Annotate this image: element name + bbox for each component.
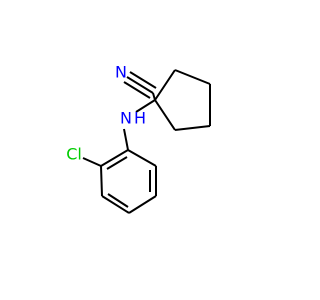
molecule-drawing: N N H Cl: [66, 63, 211, 214]
benzene-ring: [100, 149, 157, 214]
amine-hydrogen-label: H: [134, 109, 146, 128]
bond-quaternary-to-amine: [135, 99, 156, 113]
amine-nitrogen-label: N: [120, 109, 132, 128]
chlorine-label: Cl: [66, 145, 82, 164]
cyclopentane-ring: [154, 69, 211, 131]
bond-ring-to-chlorine: [82, 157, 102, 167]
nitrile-triple-bond: [123, 71, 157, 99]
nitrile-nitrogen-label: N: [115, 63, 127, 82]
structure-diagram: N N H Cl: [66, 63, 211, 214]
bond-amine-to-ring: [123, 128, 129, 151]
